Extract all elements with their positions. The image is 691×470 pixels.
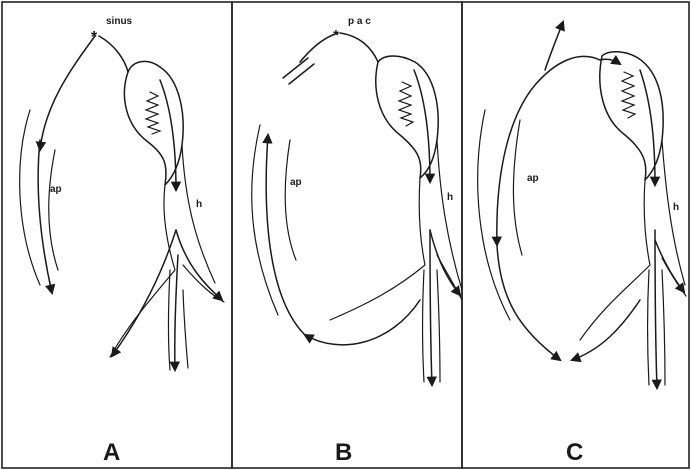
panel-b-block-line-2 [289,64,314,84]
panel-a-atrial-conduction-path-2 [38,140,52,293]
panel-b-branch-wall-2 [423,270,425,382]
panel-c-circuit-return [572,300,640,360]
panel-c-branch-wall-2 [648,270,650,385]
panel-b-h-label: h [447,192,453,203]
panel-b-ap-label: ap [290,177,302,188]
panel-b-his-right-wall [437,140,462,290]
panel-c-ap-label: ap [527,173,539,184]
panel-a-atrial-line-right [49,150,58,270]
panel-a-branch-wall-1 [183,290,188,368]
panel-a-letter: A [103,439,120,466]
panel-b-node-exit-path [414,70,430,182]
panel-b-reentry-loop [305,300,420,345]
panel-a-atrial-line-left [20,110,40,285]
panel-b-av-node-outline [376,56,438,178]
panel-a-h-label: h [196,199,202,210]
panel-b-origin-marker: * [333,27,339,44]
panel-a-atrial-conduction-path [40,36,95,150]
panel-c-branch-wall-1 [662,270,665,385]
panel-a-septal-branch-arrow [175,255,178,370]
panel-b-origin-label: p a c [348,16,371,27]
panel-b-block-line-1 [283,58,308,78]
panel-a: * sinus ap h A [20,16,224,466]
panel-c-av-node-zigzag [622,72,635,118]
panel-c-his-left-wall [580,180,650,340]
panel-b-pac-to-node-path [340,33,378,62]
panel-c: ap h C [478,22,686,466]
panel-b: * p a c ap h B [252,16,462,466]
panel-b-reentry-return [266,135,305,335]
panel-c-letter: C [566,439,583,466]
panel-c-circuit-left [497,245,560,360]
panel-c-node-exit-path [640,70,655,185]
panel-b-septal-branch-arrow [430,230,432,385]
panel-b-branch-wall-1 [437,270,440,382]
panel-b-letter: B [335,439,352,466]
panel-c-node-entry-arrow [600,59,620,64]
panel-c-septal-branch-arrow [655,230,657,388]
panel-b-right-branch-arrow [430,230,460,295]
panel-a-av-node-outline [124,61,183,185]
panel-a-branch-wall-3 [169,270,171,370]
panel-a-frame [2,2,232,468]
panel-a-his-right-wall [182,145,215,283]
panel-c-atrial-line-right [513,120,522,255]
panel-c-circuit-top [497,56,600,245]
panel-c-h-label: h [673,202,679,213]
panel-a-av-node-zigzag [146,92,160,134]
panel-a-origin-label: sinus [106,16,133,27]
panel-b-frame [232,2,462,468]
panel-b-his-left-wall [330,178,425,320]
panel-a-his-left-wall [110,185,175,357]
panel-a-ap-label: ap [50,184,62,195]
panel-b-atrial-line-left [252,125,278,315]
panel-b-atrial-line-right [285,140,296,260]
panel-b-av-node-zigzag [399,82,413,126]
panel-a-sinus-to-node-path [99,36,128,72]
